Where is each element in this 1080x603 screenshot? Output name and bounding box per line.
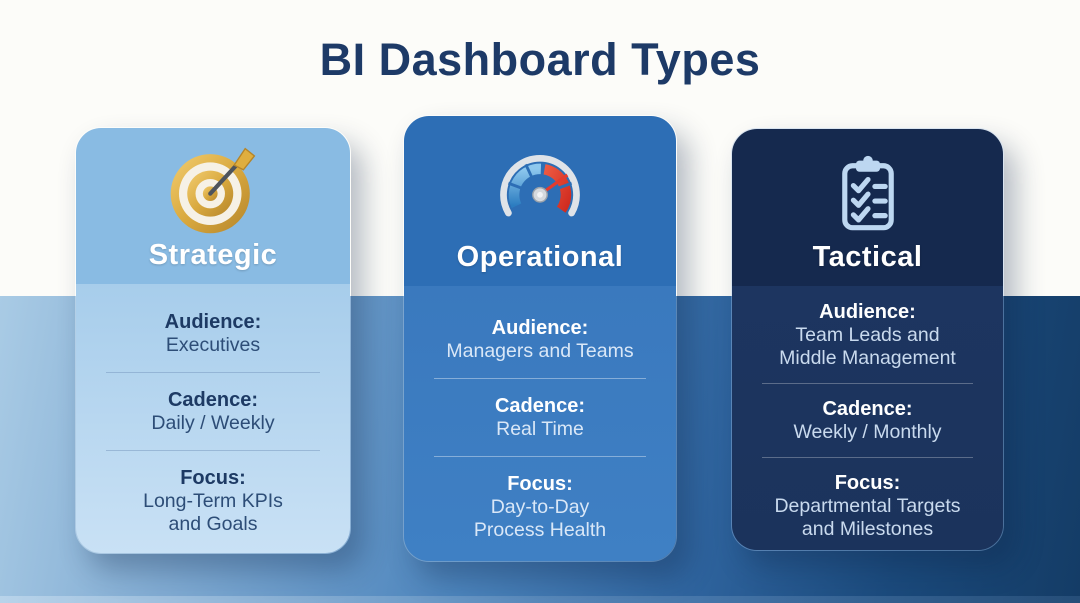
field-label: Audience:: [819, 301, 916, 323]
field-value: Executives: [165, 334, 261, 356]
card-tactical-title: Tactical: [812, 241, 923, 273]
field-value: Managers and Teams: [446, 340, 634, 362]
divider: [106, 450, 320, 451]
field-value: and Goals: [168, 513, 258, 535]
card-tactical-body: Audience: Team Leads and Middle Manageme…: [732, 286, 1003, 550]
card-operational-title: Operational: [456, 241, 624, 273]
divider: [762, 383, 973, 384]
field-cadence: Cadence: Weekly / Monthly: [748, 397, 987, 444]
field-value: and Milestones: [801, 518, 934, 540]
page-title: BI Dashboard Types: [319, 34, 761, 85]
field-cadence: Cadence: Real Time: [420, 394, 660, 441]
field-focus: Focus: Day-to-Day Process Health: [420, 472, 660, 542]
card-strategic-title: Strategic: [148, 239, 278, 271]
field-value: Long-Term KPIs: [143, 490, 283, 512]
divider: [762, 457, 973, 458]
field-audience: Audience: Managers and Teams: [420, 316, 660, 363]
target-icon: [167, 144, 259, 236]
field-label: Focus:: [507, 473, 573, 495]
card-strategic-header: Strategic: [76, 128, 350, 284]
card-strategic-body: Audience: Executives Cadence: Daily / We…: [76, 284, 350, 553]
field-audience: Audience: Executives: [92, 310, 334, 357]
field-label: Cadence:: [494, 395, 586, 417]
divider: [106, 372, 320, 373]
field-label: Audience:: [491, 317, 589, 339]
field-value: Departmental Targets: [774, 495, 961, 517]
field-value: Daily / Weekly: [151, 412, 275, 434]
field-label: Focus:: [834, 472, 901, 494]
card-strategic: Strategic Audience: Executives Cadence: …: [75, 127, 351, 554]
card-operational-body: Audience: Managers and Teams Cadence: Re…: [404, 286, 676, 561]
checklist-icon: [825, 152, 911, 238]
field-value: Real Time: [496, 418, 584, 440]
field-label: Cadence:: [167, 389, 259, 411]
card-tactical-header: Tactical: [732, 129, 1003, 286]
field-value: Day-to-Day: [490, 496, 590, 518]
field-cadence: Cadence: Daily / Weekly: [92, 388, 334, 435]
field-value: Process Health: [473, 519, 607, 541]
card-operational: Operational Audience: Managers and Teams…: [403, 115, 677, 562]
divider: [434, 456, 646, 457]
field-label: Cadence:: [822, 398, 913, 420]
field-audience: Audience: Team Leads and Middle Manageme…: [748, 300, 987, 370]
field-focus: Focus: Long-Term KPIs and Goals: [92, 466, 334, 536]
field-label: Focus:: [180, 467, 246, 489]
card-operational-header: Operational: [404, 116, 676, 286]
field-value: Middle Management: [779, 347, 956, 369]
gauge-icon: [492, 142, 588, 238]
field-value: Team Leads and: [795, 324, 940, 346]
field-label: Audience:: [164, 311, 262, 333]
divider: [434, 378, 646, 379]
card-tactical: Tactical Audience: Team Leads and Middle…: [731, 128, 1004, 551]
field-focus: Focus: Departmental Targets and Mileston…: [748, 471, 987, 541]
field-value: Weekly / Monthly: [793, 421, 942, 443]
